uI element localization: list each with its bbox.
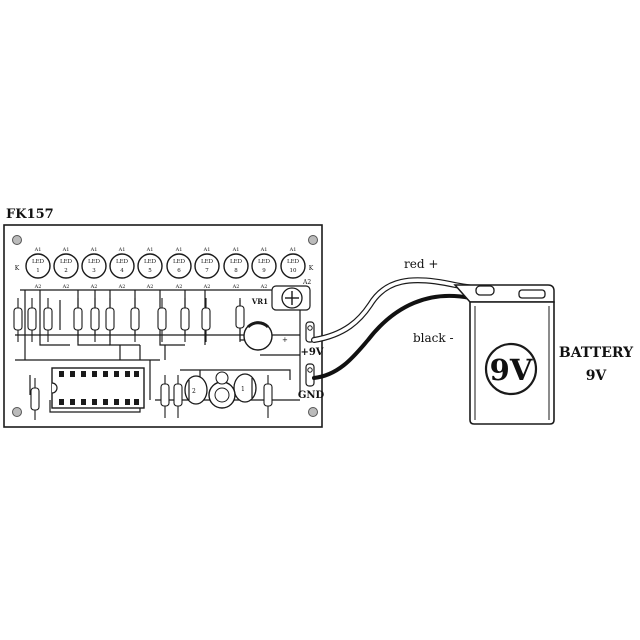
- resistor: [43, 298, 53, 342]
- led-5: LED 5 A1 A2: [137, 247, 163, 290]
- led-label: LED: [144, 259, 157, 265]
- led-row: LED 1 A1 A2 LED 2 A1 A2 LED 3 A1 A2 LED …: [15, 247, 314, 290]
- led-label: LED: [60, 259, 73, 265]
- resistor: [263, 375, 273, 418]
- anode-label: A1: [203, 247, 211, 253]
- led-4: LED 4 A1 A2: [109, 247, 135, 290]
- mounting-hole: [12, 235, 22, 245]
- mounting-hole: [308, 235, 318, 245]
- led-2: LED 2 A1 A2: [53, 247, 79, 290]
- black-wire-label: black -: [413, 331, 454, 345]
- led-label: LED: [201, 259, 214, 265]
- resistor: [157, 298, 167, 342]
- capacitor-polarity: +: [282, 336, 288, 344]
- pot-label: A2: [302, 279, 311, 286]
- led-number: 8: [234, 268, 238, 274]
- led-label: LED: [173, 259, 186, 265]
- battery-badge: [484, 342, 538, 396]
- resistor: [173, 375, 183, 418]
- mounting-hole: [308, 407, 318, 417]
- anode-label: A1: [260, 247, 268, 253]
- mounting-hole: [12, 407, 22, 417]
- plus9v-label: +9V: [300, 347, 323, 358]
- capacitor-round: [208, 371, 236, 409]
- led-number: 9: [262, 268, 266, 274]
- resistor: [90, 298, 100, 342]
- anode2-label: A2: [118, 284, 126, 290]
- anode-label: A1: [118, 247, 126, 253]
- anode2-label: A2: [232, 284, 240, 290]
- resistors: [13, 298, 273, 420]
- led-number: 3: [92, 268, 96, 274]
- ic-pins: [59, 371, 139, 405]
- led-number: 2: [64, 268, 68, 274]
- vref-label: VR1: [251, 297, 268, 306]
- resistor: [235, 298, 245, 342]
- battery-voltage: 9V: [490, 353, 533, 387]
- anode-label: A1: [146, 247, 154, 253]
- anode2-label: A2: [34, 284, 42, 290]
- led-7: LED 7 A1 A2: [194, 247, 220, 290]
- resistor: [73, 298, 83, 342]
- led-number: 4: [120, 268, 124, 274]
- led-number: 7: [205, 268, 209, 274]
- ic-chip: 1: [51, 367, 145, 409]
- transistor-label: 1: [241, 386, 245, 393]
- resistor: [201, 298, 211, 342]
- red-wire-label: red +: [404, 257, 438, 271]
- anode-label: A1: [175, 247, 183, 253]
- led-label: LED: [32, 259, 45, 265]
- gnd-label: GND: [298, 390, 325, 401]
- terminal-gnd: GND: [298, 363, 325, 401]
- anode2-label: A2: [146, 284, 154, 290]
- terminal-plus9v: +9V: [300, 321, 324, 358]
- anode-label: A1: [289, 247, 297, 253]
- board-title: FK157: [6, 207, 54, 222]
- anode2-label: A2: [62, 284, 70, 290]
- led-label: LED: [88, 259, 101, 265]
- resistor: [30, 378, 40, 420]
- led-label: LED: [258, 259, 271, 265]
- battery-label-voltage: 9V: [586, 368, 608, 384]
- led-3: LED 3 A1 A2: [81, 247, 107, 290]
- transistor-2: 2: [184, 375, 208, 405]
- resistor: [130, 298, 140, 342]
- led-8: LED 8 A1 A2: [223, 247, 249, 290]
- led-label: LED: [116, 259, 129, 265]
- trimmer-potentiometer: VR1 A2: [251, 279, 311, 311]
- transistor-label: 2: [192, 388, 196, 395]
- cathode-label: K: [15, 265, 20, 272]
- led-9: LED 9 A1 A2: [251, 247, 277, 290]
- transistor-1: 1: [233, 373, 257, 403]
- battery-label: BATTERY: [559, 345, 634, 361]
- battery: 9V: [453, 284, 555, 425]
- anode-label: A1: [90, 247, 98, 253]
- led-1: LED 1 A1 A2: [25, 247, 51, 290]
- led-number: 5: [148, 268, 152, 274]
- cathode-label: K: [309, 265, 314, 272]
- anode2-label: A2: [175, 284, 183, 290]
- anode2-label: A2: [260, 284, 268, 290]
- resistor: [13, 298, 23, 342]
- mounting-holes: [12, 235, 318, 417]
- resistor: [180, 298, 190, 342]
- led-10: LED 10 A1: [280, 247, 306, 279]
- anode2-label: A2: [203, 284, 211, 290]
- led-number: 1: [36, 268, 40, 274]
- led-6: LED 6 A1 A2: [166, 247, 192, 290]
- led-label: LED: [287, 259, 300, 265]
- led-number: 6: [177, 268, 181, 274]
- resistor: [160, 375, 170, 418]
- capacitor: +: [243, 321, 288, 351]
- resistor: [105, 298, 115, 342]
- anode2-label: A2: [90, 284, 98, 290]
- resistor: [27, 298, 37, 342]
- led-number: 10: [290, 268, 297, 274]
- led-label: LED: [230, 259, 243, 265]
- anode-label: A1: [232, 247, 240, 253]
- anode-label: A1: [34, 247, 42, 253]
- anode-label: A1: [62, 247, 70, 253]
